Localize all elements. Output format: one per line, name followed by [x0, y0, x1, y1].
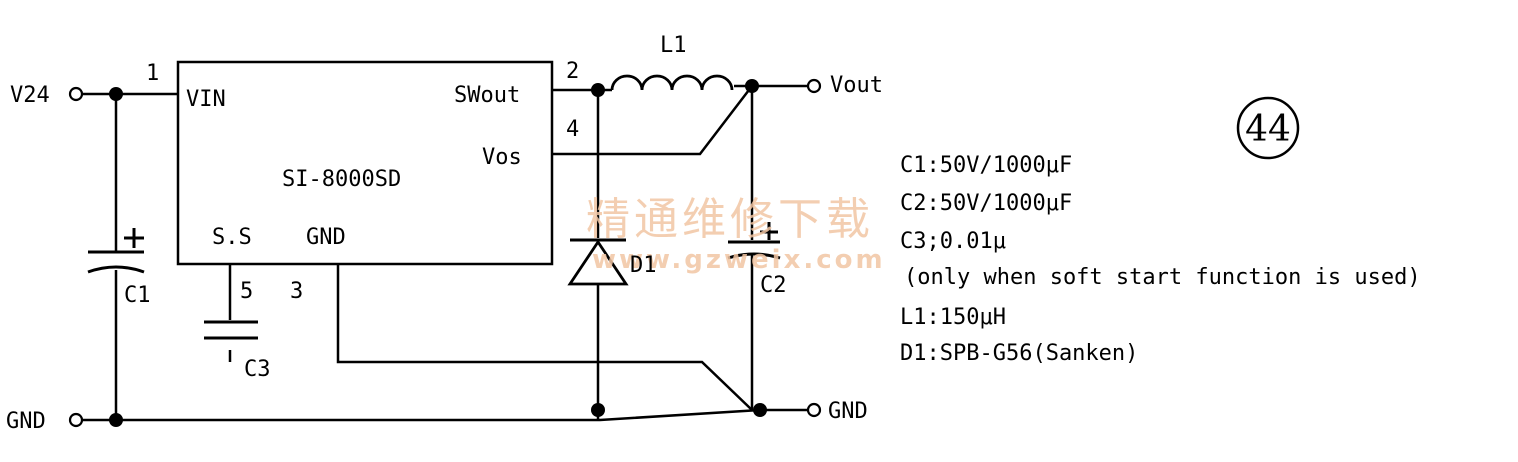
label-gnd-right: GND	[828, 399, 868, 424]
note-c2: C2:50V/1000μF	[900, 191, 1072, 216]
label-c2: C2	[760, 273, 787, 298]
pin-number-5: 5	[240, 279, 253, 304]
note-soft-start: (only when soft start function is used)	[904, 265, 1421, 290]
parts-notes: C1:50V/1000μF C2:50V/1000μF C3;0.01μ (on…	[900, 153, 1421, 366]
capacitor-c2	[727, 222, 781, 260]
pin-number-3: 3	[290, 279, 303, 304]
terminal-v24	[68, 86, 84, 102]
figure-number-badge: 44	[1236, 96, 1300, 160]
label-gnd-left: GND	[6, 409, 46, 434]
pin-number-4: 4	[566, 117, 579, 142]
ic-name: SI-8000SD	[282, 167, 401, 192]
label-d1: D1	[630, 253, 657, 278]
inductor-l1	[610, 74, 734, 91]
label-v24: V24	[10, 83, 50, 108]
note-c1: C1:50V/1000μF	[900, 153, 1072, 178]
label-c1: C1	[124, 283, 151, 308]
terminal-gnd-right	[806, 402, 822, 418]
junction-dots	[109, 79, 767, 427]
wire-ground-rail	[82, 408, 761, 422]
pin-label-ss: S.S	[212, 225, 252, 250]
note-c3: C3;0.01μ	[900, 229, 1006, 254]
pin-label-vos: Vos	[482, 145, 522, 170]
pin-label-swout: SWout	[454, 83, 520, 108]
terminal-gnd-left	[68, 412, 84, 428]
label-l1: L1	[660, 33, 687, 58]
pin-number-2: 2	[566, 59, 579, 84]
ic-body	[176, 60, 554, 266]
wire-vos-feedback	[552, 85, 753, 156]
watermark-cn: 精通维修下载	[586, 194, 874, 245]
note-d1: D1:SPB-G56(Sanken)	[900, 341, 1138, 366]
terminal-vout	[806, 78, 822, 94]
capacitor-c3	[204, 320, 258, 340]
diode-d1	[567, 238, 629, 286]
pin-number-1: 1	[146, 61, 159, 86]
label-c3: C3	[244, 357, 271, 382]
capacitor-c1	[87, 228, 145, 274]
note-l1: L1:150μH	[900, 305, 1006, 330]
label-vout: Vout	[830, 73, 883, 98]
figure-number: 44	[1245, 109, 1291, 150]
watermark-url: www.gzweix.com	[592, 245, 886, 275]
wires	[82, 84, 808, 422]
pin-label-gnd: GND	[306, 225, 346, 250]
wire-ic-gnd	[336, 264, 753, 411]
pin-label-vin: VIN	[186, 87, 226, 112]
